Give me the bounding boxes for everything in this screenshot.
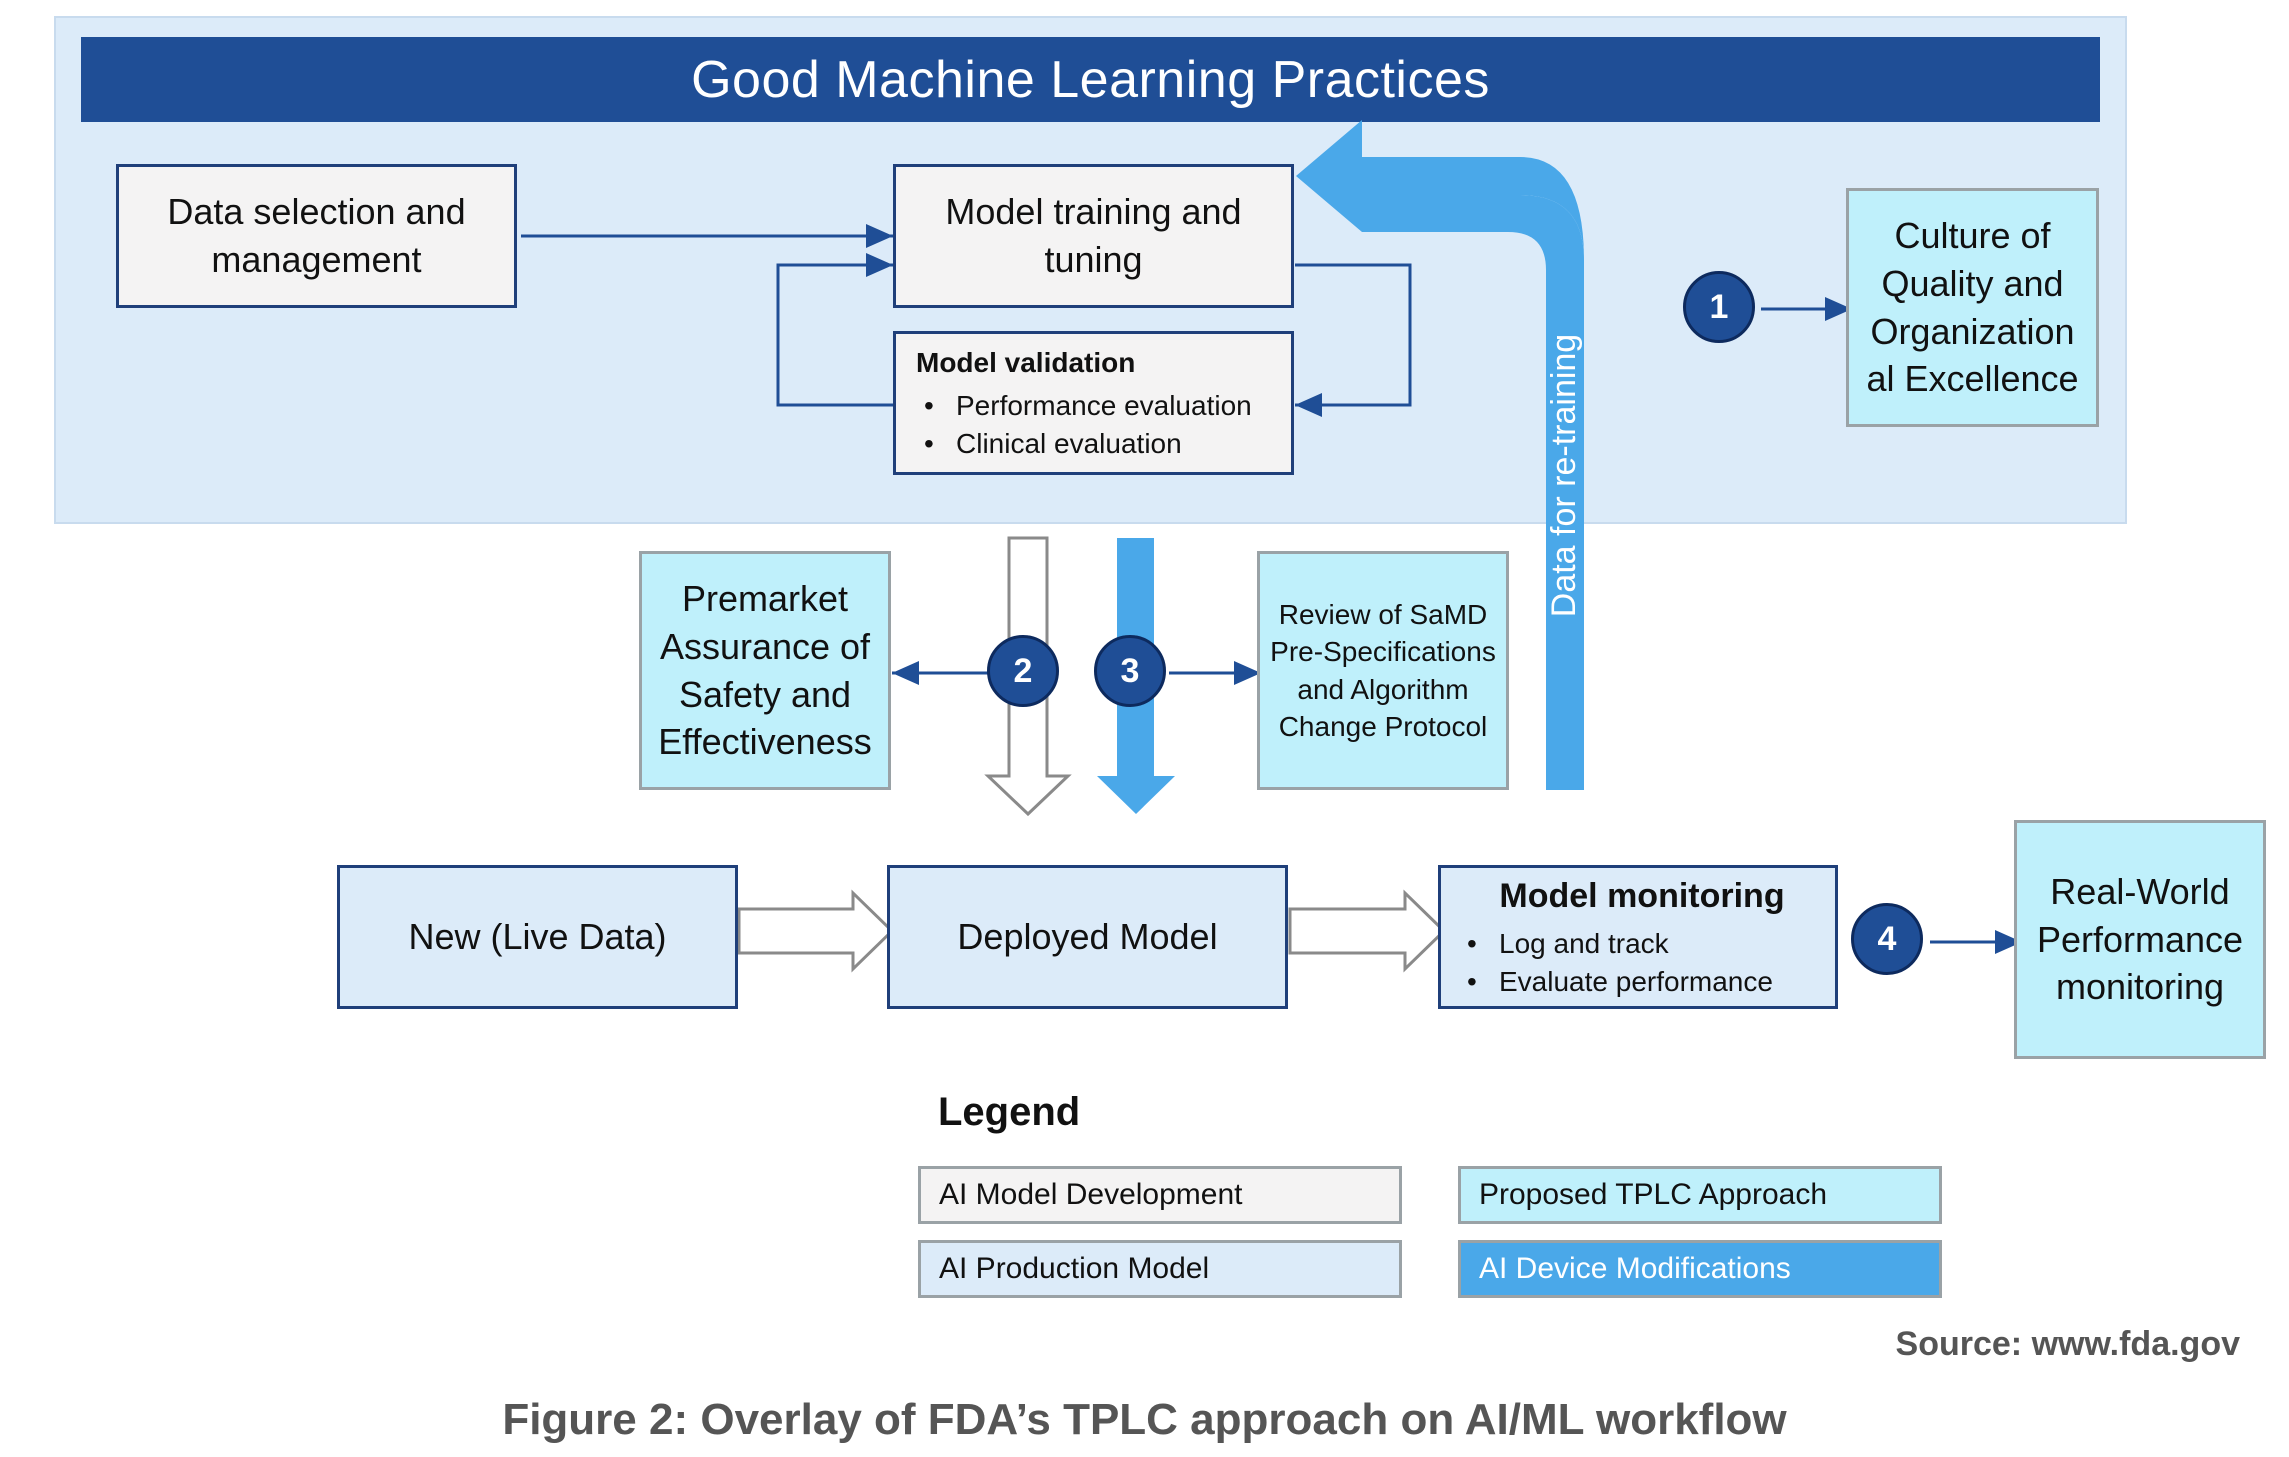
culture-quality-box: Culture of Quality and Organization al E… bbox=[1846, 188, 2099, 427]
model-monitoring-title: Model monitoring bbox=[1499, 877, 1785, 916]
legend-label: AI Production Model bbox=[939, 1252, 1210, 1285]
retraining-label: Data for re-training bbox=[1545, 333, 1584, 617]
model-training-box: Model training and tuning bbox=[893, 164, 1294, 308]
data-selection-box: Data selection and management bbox=[116, 164, 517, 308]
real-world-box: Real-World Performance monitoring bbox=[2014, 820, 2266, 1059]
list-item: Log and track bbox=[1459, 925, 1825, 962]
list-item: Performance evaluation bbox=[916, 387, 1281, 424]
list-item: Evaluate performance bbox=[1459, 963, 1825, 1000]
premarket-assurance-label: Premarket Assurance of Safety and Effect… bbox=[658, 577, 872, 763]
step-3-badge: 3 bbox=[1094, 635, 1166, 707]
step-2-badge: 2 bbox=[987, 635, 1059, 707]
legend-title: Legend bbox=[938, 1090, 1081, 1134]
list-item: Clinical evaluation bbox=[916, 425, 1281, 462]
hollow-right-arrow-2 bbox=[1288, 889, 1447, 973]
legend-item-production-model: AI Production Model bbox=[918, 1240, 1402, 1298]
model-monitoring-box: Model monitoring Log and track Evaluate … bbox=[1438, 865, 1838, 1009]
legend-label: AI Device Modifications bbox=[1479, 1252, 1791, 1285]
legend-item-model-development: AI Model Development bbox=[918, 1166, 1402, 1224]
legend-label: AI Model Development bbox=[939, 1178, 1243, 1211]
real-world-label: Real-World Performance monitoring bbox=[2036, 870, 2244, 1008]
model-monitoring-list: Log and track Evaluate performance bbox=[1459, 925, 1825, 1000]
legend-label: Proposed TPLC Approach bbox=[1479, 1178, 1828, 1211]
source-credit: Source: www.fda.gov bbox=[1895, 1325, 2240, 1363]
deployed-model-box: Deployed Model bbox=[887, 865, 1288, 1009]
deployed-model-label: Deployed Model bbox=[957, 916, 1218, 958]
step-4-badge: 4 bbox=[1851, 903, 1923, 975]
arrow-validation-to-training bbox=[776, 253, 893, 407]
model-validation-list: Performance evaluation Clinical evaluati… bbox=[916, 387, 1281, 462]
data-selection-label: Data selection and management bbox=[167, 191, 466, 280]
review-samd-label: Review of SaMD Pre-Specifications and Al… bbox=[1270, 599, 1496, 742]
gmlp-header: Good Machine Learning Practices bbox=[81, 37, 2100, 122]
premarket-assurance-box: Premarket Assurance of Safety and Effect… bbox=[639, 551, 891, 790]
model-validation-box: Model validation Performance evaluation … bbox=[893, 331, 1294, 475]
culture-quality-label: Culture of Quality and Organization al E… bbox=[1866, 214, 2079, 400]
legend-item-device-modifications: AI Device Modifications bbox=[1458, 1240, 1942, 1298]
new-live-data-label: New (Live Data) bbox=[408, 916, 667, 958]
step-1-badge: 1 bbox=[1683, 271, 1755, 343]
legend-item-tplc-approach: Proposed TPLC Approach bbox=[1458, 1166, 1942, 1224]
model-validation-title: Model validation bbox=[916, 347, 1136, 379]
retraining-label-wrap: Data for re-training bbox=[1418, 333, 1712, 616]
review-samd-box: Review of SaMD Pre-Specifications and Al… bbox=[1257, 551, 1509, 790]
arrow-training-to-validation bbox=[1295, 263, 1412, 417]
model-training-label: Model training and tuning bbox=[945, 191, 1242, 280]
new-live-data-box: New (Live Data) bbox=[337, 865, 738, 1009]
figure-caption: Figure 2: Overlay of FDA’s TPLC approach… bbox=[502, 1395, 1787, 1444]
hollow-right-arrow-1 bbox=[737, 889, 895, 973]
